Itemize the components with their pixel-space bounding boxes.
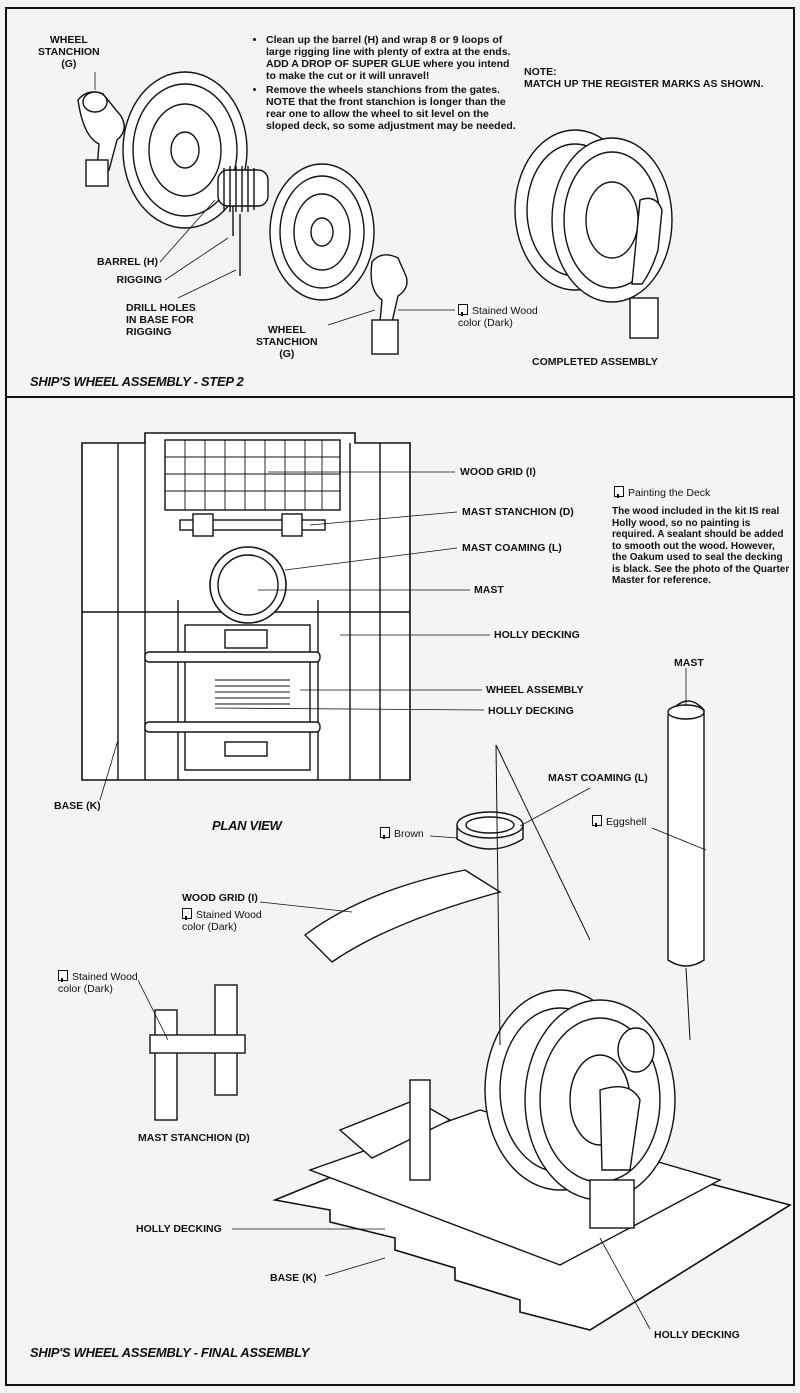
final-label-stanchion-color: Stained Wood color (Dark) <box>58 970 138 995</box>
plan-label-wheel-assembly: WHEEL ASSEMBLY <box>486 684 584 696</box>
final-label-wood-grid: WOOD GRID (I) <box>182 892 258 904</box>
plan-label-holly-decking-1: HOLLY DECKING <box>494 629 580 641</box>
paint-brush-icon <box>614 486 624 498</box>
final-label-brown: Brown <box>380 827 424 840</box>
label-drill-holes: DRILL HOLES IN BASE FOR RIGGING <box>126 302 196 338</box>
final-label-holly-decking: HOLLY DECKING <box>136 1223 222 1235</box>
note-register-marks: NOTE: MATCH UP THE REGISTER MARKS AS SHO… <box>524 66 764 90</box>
label-barrel: BARREL (H) <box>96 256 158 268</box>
completed-assembly-diagram <box>514 129 673 339</box>
painting-deck-heading: Painting the Deck <box>614 486 710 499</box>
paint-brush-icon <box>58 970 68 982</box>
final-assembly-diagram <box>149 700 792 1331</box>
label-wheel-stanchion-bottom: WHEEL STANCHION (G) <box>256 324 318 360</box>
final-label-holly-decking-bottom: HOLLY DECKING <box>654 1329 740 1341</box>
final-label-eggshell: Eggshell <box>592 815 646 828</box>
paint-brush-icon <box>592 815 602 827</box>
plan-label-mast-coaming: MAST COAMING (L) <box>462 542 562 554</box>
final-assembly-title: SHIP'S WHEEL ASSEMBLY - FINAL ASSEMBLY <box>30 1345 310 1360</box>
plan-view-diagram <box>81 432 411 781</box>
painting-deck-text: The wood included in the kit IS real Hol… <box>612 506 790 586</box>
label-completed-assembly: COMPLETED ASSEMBLY <box>532 356 658 368</box>
final-label-mast-stanchion: MAST STANCHION (D) <box>138 1132 250 1144</box>
plan-label-base: BASE (K) <box>54 800 101 812</box>
label-wheel-stanchion-top: WHEEL STANCHION (G) <box>38 34 100 70</box>
step2-exploded-diagram <box>77 71 408 355</box>
paint-brush-icon <box>182 908 192 920</box>
plan-view-title: PLAN VIEW <box>212 818 282 833</box>
instruction-2: Remove the wheels stanchions from the ga… <box>266 84 520 132</box>
step2-instructions: Clean up the barrel (H) and wrap 8 or 9 … <box>250 34 520 134</box>
plan-label-mast: MAST <box>474 584 504 596</box>
final-label-base: BASE (K) <box>270 1272 317 1284</box>
final-label-wood-grid-color: Stained Wood color (Dark) <box>182 908 262 933</box>
plan-label-mast-stanchion: MAST STANCHION (D) <box>462 506 574 518</box>
label-rigging: RIGGING <box>116 274 162 286</box>
plan-label-wood-grid: WOOD GRID (I) <box>460 466 536 478</box>
paint-brush-icon <box>380 827 390 839</box>
paint-brush-icon <box>458 304 468 316</box>
step2-title: SHIP'S WHEEL ASSEMBLY - STEP 2 <box>30 374 244 389</box>
instruction-1: Clean up the barrel (H) and wrap 8 or 9 … <box>266 34 520 82</box>
final-label-mast-coaming: MAST COAMING (L) <box>548 772 648 784</box>
final-label-mast: MAST <box>674 657 704 669</box>
final-panel-frame <box>5 396 795 1386</box>
plan-label-holly-decking-2: HOLLY DECKING <box>488 705 574 717</box>
label-stained-wood-step2: Stained Wood color (Dark) <box>458 304 538 329</box>
